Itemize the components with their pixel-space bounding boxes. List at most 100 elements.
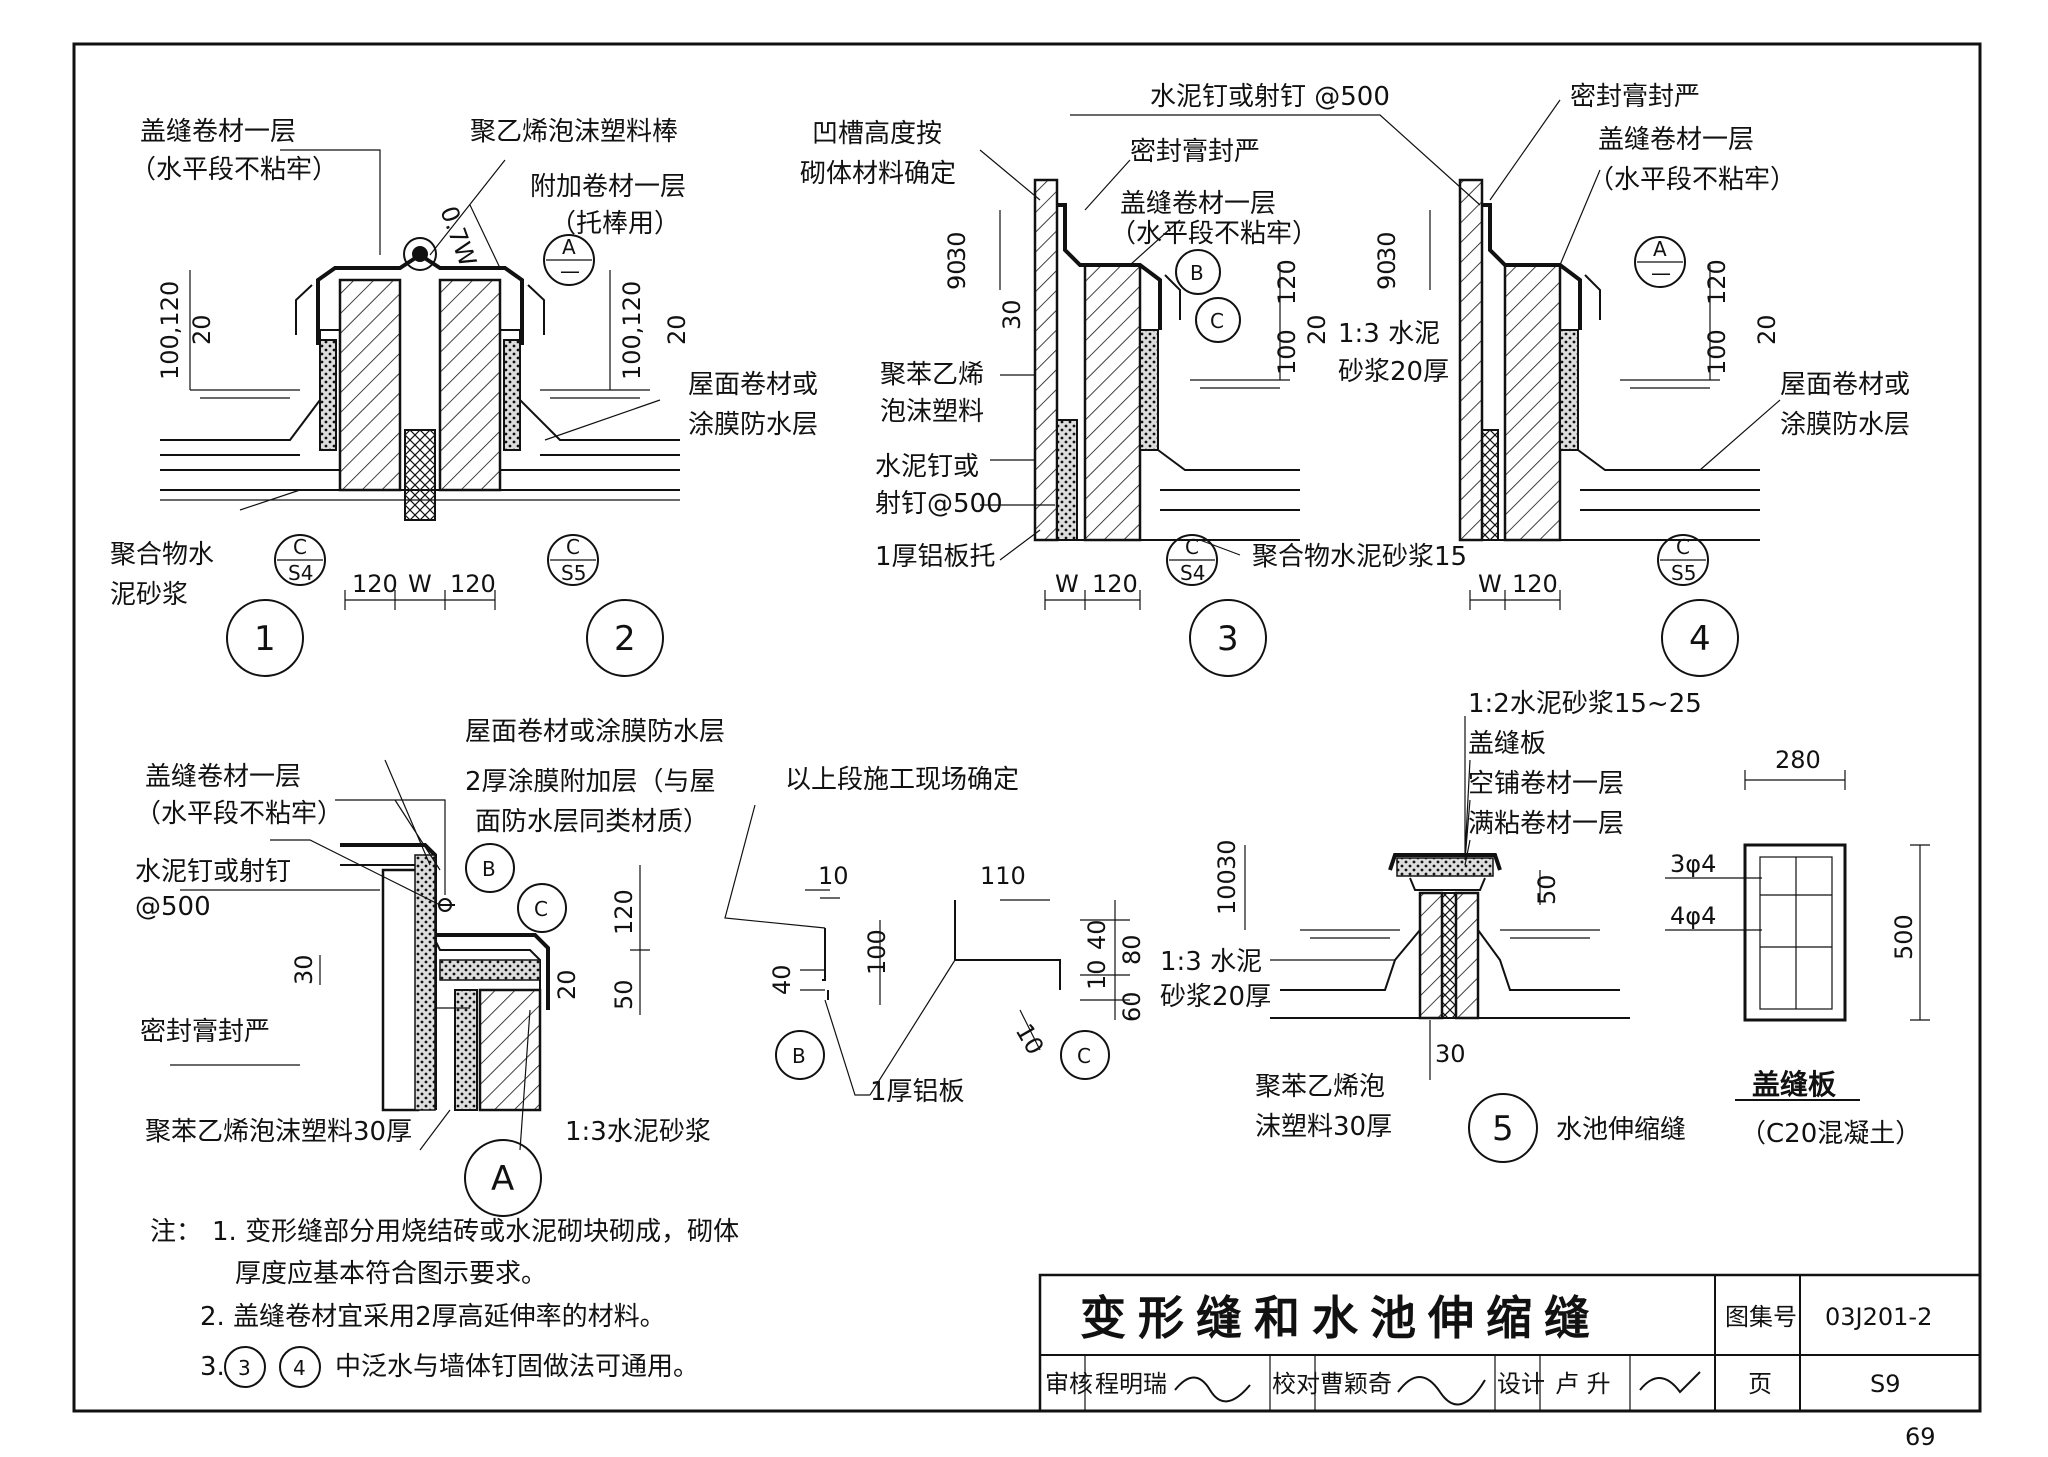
atlas-value: 03J201-2 xyxy=(1825,1303,1932,1331)
d5-number-circle xyxy=(1468,1093,1538,1163)
d3-ref-s4-bot: S4 xyxy=(1180,561,1205,585)
d3-label-polymer: 聚合物水泥砂浆15 xyxy=(1252,542,1467,572)
notes: 注： 1. 变形缝部分用烧结砖或水泥砌块砌成，砌体 厚度应基本符合图示要求。 2… xyxy=(150,1217,739,1388)
dBC-dim-10c: 10 xyxy=(1010,1019,1050,1059)
d4-label-roof: 屋面卷材或 xyxy=(1780,370,1910,400)
d3-label-groove: 凹槽高度按 xyxy=(812,119,942,149)
review-name: 程明瑞 xyxy=(1095,1370,1167,1398)
dBC-ref-c: C xyxy=(1077,1044,1091,1068)
d5-dim-30b: 30 xyxy=(1435,1040,1466,1068)
d1-number: 1 xyxy=(254,619,276,659)
d3-label-cover: 盖缝卷材一层 xyxy=(1120,189,1276,219)
d1-ref-a-bot: — xyxy=(560,259,580,283)
d1-label-cover: 盖缝卷材一层 xyxy=(140,117,296,147)
d3-number-circle xyxy=(1189,599,1267,677)
d4-dim-bottom-w: W xyxy=(1478,570,1502,598)
d2-ref-c-circle xyxy=(547,534,599,586)
d5-label-foam-2: 沫塑料30厚 xyxy=(1255,1112,1392,1142)
d1-number-circle xyxy=(226,599,304,677)
d1-dim-left-b: 20 xyxy=(188,314,216,345)
d1-label-additional: 附加卷材一层 xyxy=(530,172,686,202)
d3-ref-c-circle xyxy=(1195,297,1241,343)
plate-rebar-mid: 4φ4 xyxy=(1670,902,1716,930)
atlas-label: 图集号 xyxy=(1725,1303,1797,1331)
d3-label-groove-2: 砌体材料确定 xyxy=(800,159,956,189)
dBC-dim-10b: 10 xyxy=(1083,959,1111,990)
title-block xyxy=(1038,1273,1982,1413)
d5-label-mortar-2: 砂浆20厚 xyxy=(1160,982,1271,1012)
dA-ref-b: B xyxy=(482,857,496,881)
plate-title: 盖缝板 xyxy=(1752,1068,1836,1101)
d3-dim-side-c: 120 xyxy=(1273,259,1301,305)
d2-label-roof: 屋面卷材或 xyxy=(688,370,818,400)
dBC-ref-c-circle xyxy=(1060,1030,1110,1080)
d3-dim-side-b: 100 xyxy=(1273,329,1301,375)
note-1b: 厚度应基本符合图示要求。 xyxy=(235,1259,547,1289)
note-3-circle-2 xyxy=(279,1346,321,1388)
signature-designer xyxy=(1639,1371,1701,1394)
dA-label-coat-2: 面防水层同类材质） xyxy=(475,807,709,837)
d5-label-mortar: 1:3 水泥 xyxy=(1160,947,1262,977)
note-3-c1: 3 xyxy=(238,1356,251,1380)
d5-label-loose: 空铺卷材一层 xyxy=(1468,769,1624,799)
note-1a: 1. 变形缝部分用烧结砖或水泥砌块砌成，砌体 xyxy=(212,1217,739,1247)
dA-label-foam: 聚苯乙烯泡沫塑料30厚 xyxy=(145,1117,412,1147)
d3-dim-bottom-w: W xyxy=(1055,570,1079,598)
d3-dim-side-a: 30 xyxy=(998,299,1026,330)
d3-label-mortar-2: 砂浆20厚 xyxy=(1338,357,1449,387)
dA-label-nail-2: @500 xyxy=(135,892,211,922)
d4-dim-side-b: 120 xyxy=(1703,259,1731,305)
d5-number: 5 xyxy=(1492,1109,1514,1149)
d5-label-foam: 聚苯乙烯泡 xyxy=(1255,1072,1385,1102)
detail-b-c xyxy=(724,804,1130,1096)
d4-dim-bottom-120: 120 xyxy=(1512,570,1558,598)
page-label: 页 xyxy=(1748,1370,1772,1398)
dBC-dim-60: 60 xyxy=(1118,991,1146,1022)
d2-label-roof-2: 涂膜防水层 xyxy=(688,410,818,440)
dA-dim-30: 30 xyxy=(290,954,318,985)
dBC-label-site: 以上段施工现场确定 xyxy=(785,765,1019,795)
d3-label-al: 1厚铝板托 xyxy=(875,542,996,572)
dBC-dim-80: 80 xyxy=(1118,934,1146,965)
detail-3 xyxy=(979,114,1481,610)
d3-label-foam: 聚苯乙烯 xyxy=(880,360,984,390)
d1-label-polymer: 聚合物水 xyxy=(110,540,214,570)
plate-subtitle: （C20混凝土） xyxy=(1740,1119,1921,1149)
dBC-ref-b: B xyxy=(792,1044,806,1068)
dA-number-circle xyxy=(464,1139,542,1217)
d3-dim-top-b: 90 xyxy=(943,259,971,290)
d4-label-cover: 盖缝卷材一层 xyxy=(1598,125,1754,155)
d5-label-plate: 盖缝板 xyxy=(1468,729,1546,759)
dA-label-seal: 密封膏封严 xyxy=(140,1017,270,1047)
dA-dim-50: 50 xyxy=(610,979,638,1010)
detail-a xyxy=(170,759,650,1151)
d4-dim-side-a: 100 xyxy=(1703,329,1731,375)
d1-label-additional-note: （托棒用） xyxy=(550,209,680,239)
d3-ref-s4-top: C xyxy=(1185,535,1199,559)
d3-dim-side-d: 20 xyxy=(1303,314,1331,345)
notes-prefix: 注： xyxy=(150,1217,202,1247)
d5-caption: 水池伸缩缝 xyxy=(1556,1115,1686,1145)
d1-dim-left-a: 100,120 xyxy=(156,281,184,380)
dBC-dim-40b: 40 xyxy=(1083,919,1111,950)
plate-rebar-top: 3φ4 xyxy=(1670,850,1716,878)
d1-dim-bottom-right: 120 xyxy=(450,570,496,598)
d1-label-cover-note: （水平段不粘牢） xyxy=(130,155,338,185)
d1-dim-07w: 0.7W xyxy=(434,202,481,270)
d3-ref-s4-circle xyxy=(1166,534,1218,586)
cover-plate-detail xyxy=(1665,770,1930,1101)
d1-dim-right-a: 100,120 xyxy=(618,281,646,380)
dBC-dim-110: 110 xyxy=(980,862,1026,890)
d3-ref-b: B xyxy=(1190,261,1204,285)
dA-ref-b-circle xyxy=(465,843,515,893)
dBC-label-al: 1厚铝板 xyxy=(870,1077,965,1107)
d1-ref-a-top: A xyxy=(562,235,576,259)
d1-ref-c-circle xyxy=(274,534,326,586)
d1-ref-c-top: C xyxy=(293,535,307,559)
d4-dim-side-c: 20 xyxy=(1753,314,1781,345)
d4-ref-a-top: A xyxy=(1653,237,1667,261)
d4-number: 4 xyxy=(1689,619,1711,659)
d3-label-nail2-2: 射钉@500 xyxy=(875,489,1003,519)
dA-ref-c: C xyxy=(534,897,548,921)
design-label: 设计 xyxy=(1497,1370,1545,1398)
